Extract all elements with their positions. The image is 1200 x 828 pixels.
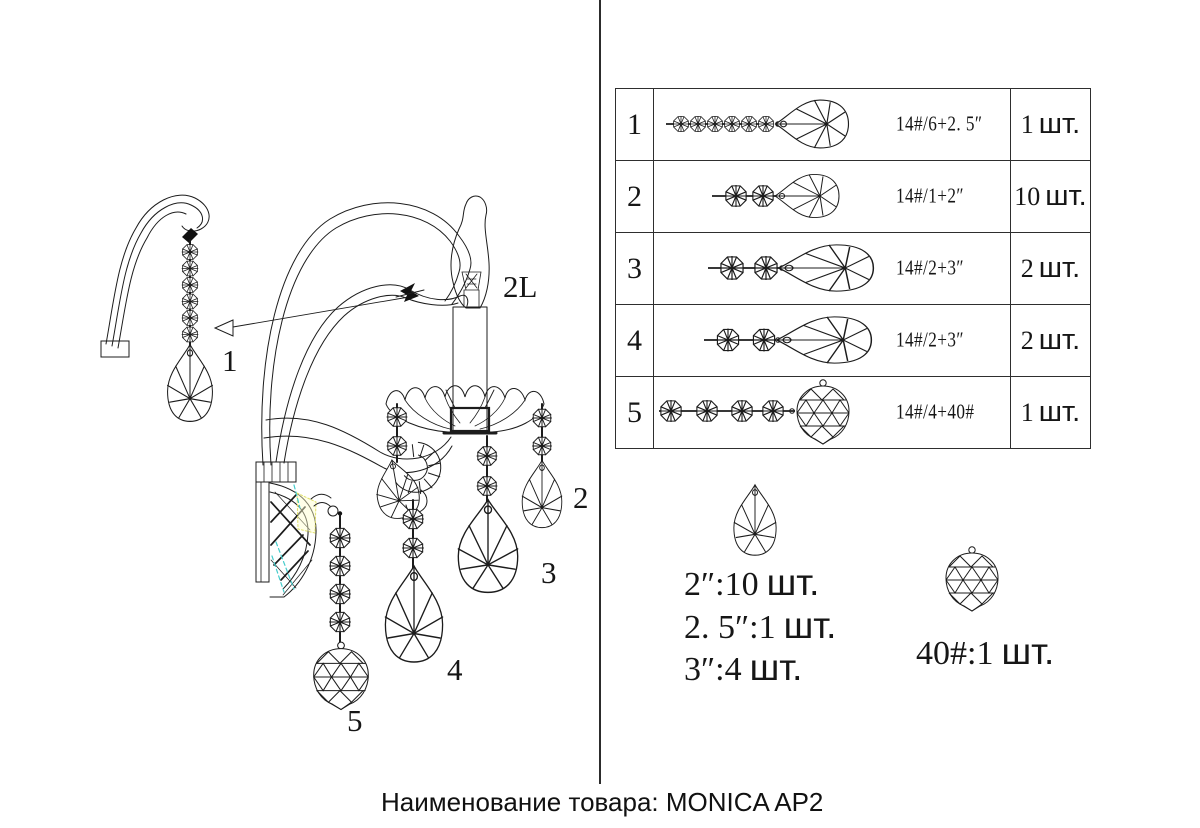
- finial: [310, 493, 332, 507]
- chain-2-octagons-teardrop: [708, 244, 875, 292]
- teardrop-legend-icon: [733, 484, 777, 556]
- part-code: 14#/4+40#: [896, 399, 975, 423]
- callout-1: 1: [222, 343, 238, 378]
- crystal-lattice: [270, 494, 311, 581]
- crystal-highlight-cyan: [271, 484, 301, 593]
- product-title: Наименование товара: MONICA AP2: [381, 787, 824, 817]
- pendant-4-teardrop: [384, 565, 444, 663]
- detail-arrow: [213, 296, 410, 337]
- chain-clip: [182, 228, 198, 243]
- pendant-2-teardrop: [521, 459, 563, 529]
- callouts: 1 2L 2 3 4 5: [222, 269, 589, 738]
- part-drawing-cell: 14#/1+2″: [653, 160, 1011, 233]
- arm-clamp-pin: [395, 289, 425, 298]
- callout-5: 5: [347, 703, 363, 738]
- part-code: 14#/2+3″: [896, 327, 965, 351]
- chain-2: [521, 403, 563, 529]
- panel-divider: [599, 0, 601, 784]
- detail-arm: [100, 194, 214, 422]
- chain-5: [313, 514, 369, 711]
- parts-table: 1: [615, 88, 1091, 449]
- part-number: 2: [615, 160, 654, 233]
- arm-end-connector: [100, 340, 130, 358]
- callout-3: 3: [541, 555, 557, 590]
- table-row: 1: [615, 88, 1091, 161]
- crystal-highlight-yellow: [296, 492, 317, 534]
- chain-2-octagons-teardrop: [704, 316, 873, 364]
- pendant-5-ball: [313, 641, 369, 711]
- wall-plate: [255, 461, 343, 598]
- sconce-diagram: 1 2L 2 3 4 5: [100, 194, 589, 738]
- chain-6-octagons-teardrop: [666, 99, 850, 149]
- lamp-socket: [461, 271, 482, 308]
- part-number: 4: [615, 304, 654, 377]
- part-code: 14#/1+2″: [896, 183, 965, 207]
- part-drawing-cell: 14#/2+3″: [653, 232, 1011, 305]
- chain-4-octagons-ball: [659, 379, 850, 445]
- ball-legend-icon: [945, 546, 999, 612]
- callout-2: 2: [573, 480, 589, 515]
- part-number: 1: [615, 88, 654, 161]
- table-row: 5 14#/4+40#: [615, 376, 1091, 449]
- pendant-1-teardrop: [166, 344, 214, 422]
- chain-4: [384, 499, 444, 663]
- part-drawing-cell: 14#/4+40#: [653, 376, 1011, 449]
- callout-2l: 2L: [503, 269, 537, 304]
- part-number: 5: [615, 376, 654, 449]
- part-drawing-cell: 14#/2+3″: [653, 304, 1011, 377]
- pendant-3-teardrop: [457, 498, 519, 594]
- flame-glass: [450, 195, 490, 309]
- chain-2-octagons-teardrop: [712, 173, 840, 219]
- callout-4: 4: [447, 652, 463, 687]
- candle: [442, 195, 498, 435]
- arm-clamp: [400, 283, 419, 302]
- sconce-arms: [261, 202, 472, 474]
- part-drawing-cell: 14#/6+2. 5″: [653, 88, 1011, 161]
- part-code: 14#/6+2. 5″: [896, 111, 983, 135]
- candle-holder: [449, 406, 491, 433]
- chain-3: [457, 435, 519, 594]
- part-code: 14#/2+3″: [896, 255, 965, 279]
- part-number: 3: [615, 232, 654, 305]
